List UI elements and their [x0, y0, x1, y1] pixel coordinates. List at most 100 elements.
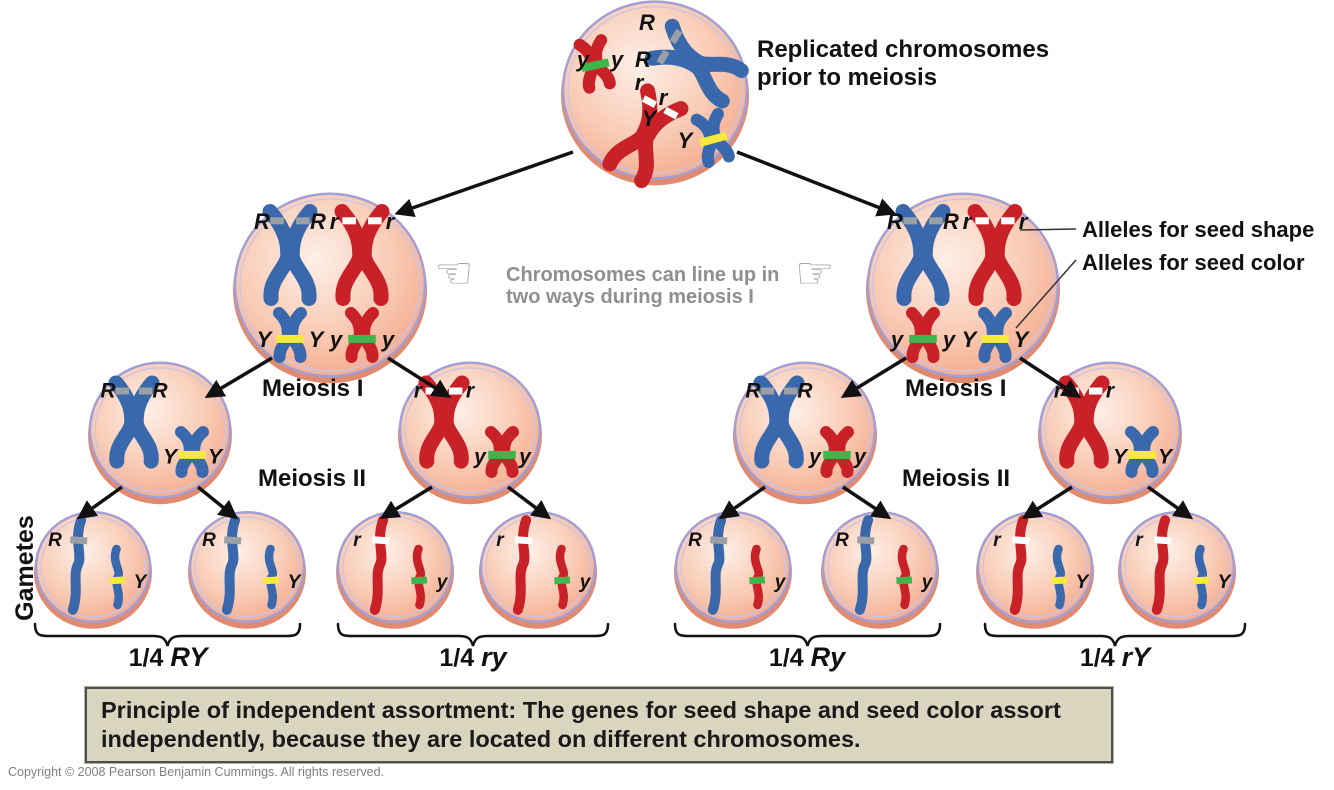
allele-label: R — [745, 380, 761, 403]
chromosome-blue — [221, 515, 242, 615]
allele-label: Y — [134, 572, 149, 593]
allele-band — [656, 49, 670, 65]
chromatid — [67, 515, 87, 615]
chromatid — [221, 515, 241, 615]
allele-band — [698, 131, 728, 147]
allele-label: y — [942, 327, 957, 352]
chromatid — [438, 375, 470, 469]
allele-label: R — [635, 47, 651, 72]
allele-band — [710, 536, 728, 545]
principle-box-text: The genes for seed shape and seed color … — [101, 697, 1061, 752]
allele-label: Y — [208, 446, 224, 469]
replicated-line1: Replicated chromosomes — [757, 36, 1050, 63]
allele-label: r — [993, 530, 1002, 551]
allele-label: y — [808, 446, 822, 469]
lineup-note: Chromosomes can line up in two ways duri… — [506, 264, 779, 308]
allele-band — [981, 334, 1009, 343]
allele-band — [783, 387, 798, 395]
fraction-value: 1/4 — [768, 644, 804, 672]
allele-label: y — [890, 327, 905, 352]
chromatid — [773, 375, 805, 469]
allele-band — [1051, 576, 1068, 585]
allele-label: Y — [1014, 327, 1031, 352]
allele-label: r — [1135, 530, 1144, 551]
allele-label: y — [579, 572, 592, 593]
allele-band — [448, 387, 463, 395]
allele-band — [823, 450, 851, 459]
chromatid — [917, 204, 951, 306]
flow-arrow — [1021, 485, 1073, 520]
allele-label: Y — [678, 128, 695, 153]
allele-band — [1154, 536, 1172, 545]
chromosome-red — [485, 426, 519, 478]
chromosome-blue — [175, 426, 209, 478]
allele-band — [929, 217, 943, 225]
allele-label: r — [353, 530, 362, 551]
allele-label: Y — [962, 327, 979, 352]
chromosome-blue — [978, 307, 1012, 363]
chromosome-red — [967, 204, 1023, 306]
chromosome-blue — [1125, 426, 1159, 478]
chromosome-red — [512, 515, 533, 615]
replicated-chromosomes-label: Replicated chromosomes prior to meiosis — [757, 36, 1049, 92]
allele-band — [554, 576, 571, 585]
allele-band — [1128, 450, 1156, 459]
allele-band — [515, 536, 533, 545]
flow-arrow — [387, 356, 452, 399]
allele-band — [411, 576, 428, 585]
cell-gamete-ry-1: ry — [336, 511, 454, 629]
allele-band — [749, 576, 766, 585]
allele-label: Y — [1076, 572, 1091, 593]
allele-band — [276, 334, 304, 343]
allele-band — [1088, 387, 1103, 395]
allele-label: Y — [1158, 446, 1174, 469]
allele-label: R — [254, 209, 270, 234]
flow-arrow — [1019, 356, 1082, 399]
allele-label: R — [943, 209, 959, 234]
allele-label: r — [963, 209, 973, 234]
chromosome-red — [749, 544, 766, 610]
chromatid — [369, 515, 389, 615]
chromosome-blue — [753, 375, 805, 469]
chromatid — [989, 204, 1023, 306]
replicated-line2: prior to meiosis — [757, 64, 938, 91]
chromosome-red — [820, 426, 854, 478]
meiosis2-label-left: Meiosis II — [258, 465, 367, 492]
allele-label: r — [466, 380, 476, 403]
allele-band — [368, 217, 382, 225]
allele-band — [903, 217, 917, 225]
fraction-value: 1/4 — [128, 644, 164, 672]
lineup-line1: Chromosomes can line up in — [506, 264, 780, 286]
chromosome-red — [1151, 515, 1172, 615]
chromosome-blue — [690, 107, 735, 168]
cell-gamete-rY-2: rY — [1118, 511, 1236, 629]
cell-gamete-rY-1: rY — [976, 511, 1094, 629]
allele-label: R — [835, 530, 849, 551]
allele-label: y — [473, 446, 487, 469]
chromosome-blue — [644, 18, 749, 109]
cell-gamete-Ry-2: Ry — [821, 511, 939, 629]
gametes-axis-label: Gametes — [11, 515, 39, 621]
gamete-group-brace — [673, 622, 942, 647]
chromosome-red — [345, 307, 379, 363]
meiosis1-label-right: Meiosis I — [905, 375, 1007, 402]
allele-label: Y — [1218, 572, 1233, 593]
chromatid — [707, 515, 727, 615]
flow-arrow — [394, 150, 574, 218]
allele-band — [1001, 217, 1015, 225]
allele-band — [115, 387, 130, 395]
allele-label: R — [688, 530, 702, 551]
left-pointing-hand-icon: ☜ — [434, 249, 474, 298]
allele-band — [178, 450, 206, 459]
chromosome-red — [554, 544, 571, 610]
allele-label: R — [100, 380, 116, 403]
allele-label: y — [576, 47, 591, 72]
